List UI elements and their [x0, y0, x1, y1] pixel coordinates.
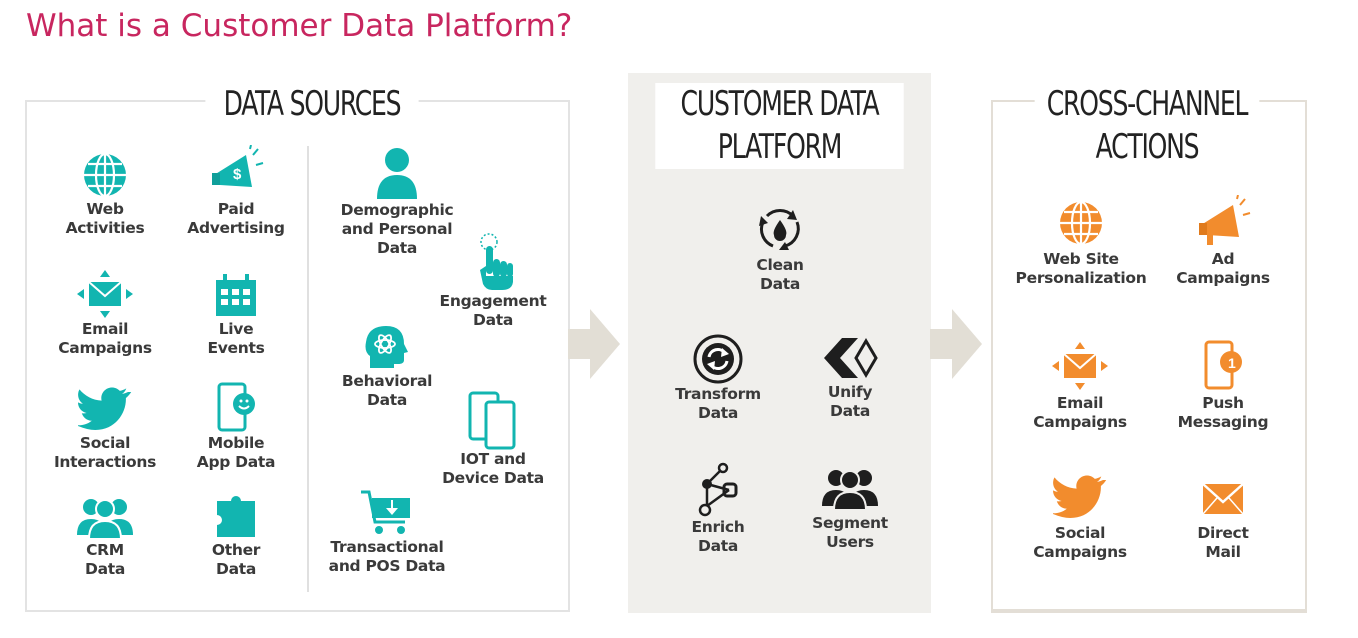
person-icon — [375, 145, 419, 201]
calendar-icon — [211, 272, 261, 320]
cycle-arrows-icon — [692, 333, 744, 385]
actions-title-line-1: CROSS-CHANNEL — [1046, 84, 1249, 124]
cdp-title-line-2: PLATFORM — [717, 127, 843, 167]
envelope-arrows-icon — [75, 270, 135, 320]
puzzle-piece-icon — [213, 495, 259, 541]
users-group-icon — [822, 464, 878, 514]
globe-icon — [80, 150, 130, 200]
head-brain-icon — [362, 322, 412, 372]
globe-icon — [1056, 198, 1106, 250]
flow-arrow-right-icon — [930, 309, 982, 379]
envelope-icon — [1199, 476, 1247, 524]
actions-title-line-2: ACTIONS — [1095, 127, 1200, 167]
users-group-icon — [77, 493, 133, 541]
devices-icon — [466, 390, 520, 450]
chevrons-icon — [822, 333, 878, 383]
recycle-drop-icon — [755, 204, 805, 256]
cdp-title: CUSTOMER DATA PLATFORM — [655, 83, 904, 169]
cdp-title-line-1: CUSTOMER DATA — [680, 84, 880, 124]
twitter-bird-icon — [1053, 472, 1107, 524]
mobile-chat-icon — [211, 382, 261, 434]
twitter-bird-icon — [78, 384, 132, 434]
envelope-arrows-icon — [1050, 342, 1110, 394]
data-sources-title: DATA SOURCES — [205, 83, 419, 126]
data-sources-divider — [307, 146, 309, 592]
svg-text:$: $ — [233, 166, 242, 183]
actions-title: CROSS-CHANNEL ACTIONS — [1034, 83, 1260, 169]
shopping-cart-icon — [359, 488, 415, 538]
megaphone-dollar-icon: $ — [206, 145, 266, 200]
flow-arrow-right-icon — [568, 309, 620, 379]
pointer-hand-icon — [468, 232, 518, 292]
mobile-notification-icon: 1 — [1198, 340, 1248, 394]
megaphone-icon — [1193, 195, 1253, 250]
svg-text:1: 1 — [1228, 355, 1236, 371]
page-title: What is a Customer Data Platform? — [26, 8, 573, 44]
network-nodes-icon — [691, 462, 745, 518]
